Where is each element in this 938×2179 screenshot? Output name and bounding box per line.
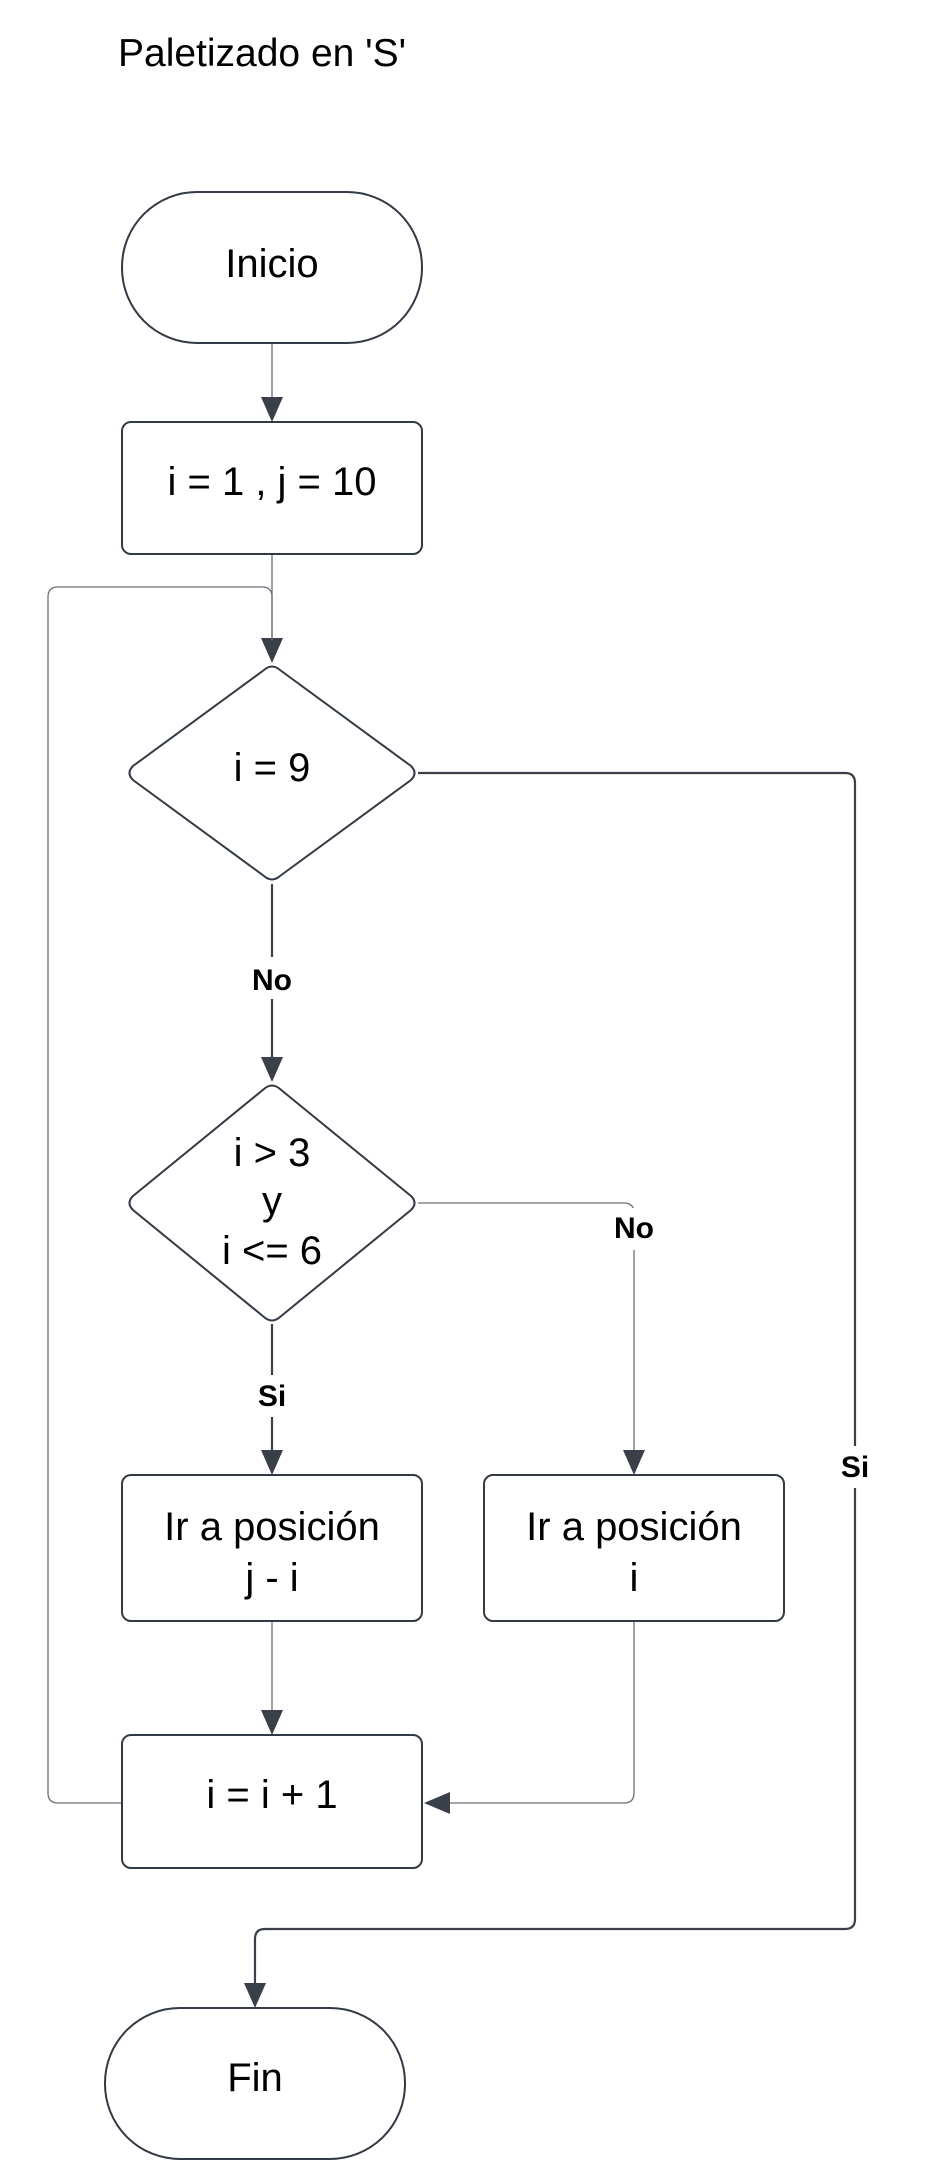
arrowhead-goto-ji bbox=[261, 1450, 283, 1475]
goto-j-minus-i-box bbox=[121, 1474, 423, 1622]
decision-range-line2: y bbox=[262, 1179, 282, 1223]
increment-box bbox=[121, 1734, 423, 1869]
edge-goto-i-to-increment bbox=[448, 1621, 635, 1804]
goto-i-box bbox=[483, 1474, 785, 1622]
label-bg-i9-no bbox=[246, 957, 298, 999]
goto-j-minus-i-line2: j - i bbox=[244, 1556, 298, 1600]
increment-label: i = i + 1 bbox=[206, 1773, 337, 1817]
decision-range-line3: i <= 6 bbox=[222, 1229, 322, 1273]
decision-i-equals-9 bbox=[128, 665, 416, 881]
arrowhead-check-i9 bbox=[261, 638, 283, 663]
edge-increment-loop-back bbox=[47, 586, 273, 1804]
label-bg-range-si bbox=[250, 1375, 294, 1417]
edge-label-range-si: Si bbox=[258, 1380, 286, 1413]
arrowhead-goto-i bbox=[623, 1450, 645, 1475]
decision-range bbox=[128, 1084, 416, 1322]
goto-i-line1: Ir a posición bbox=[526, 1505, 742, 1549]
goto-i-line2: i bbox=[630, 1556, 639, 1600]
end-label: Fin bbox=[227, 2056, 283, 2100]
edge-label-i9-si: Si bbox=[841, 1451, 869, 1484]
decision-range-line1: i > 3 bbox=[234, 1131, 311, 1175]
arrowhead-increment-right bbox=[424, 1792, 450, 1814]
init-process-box bbox=[121, 421, 423, 555]
goto-j-minus-i-line1: Ir a posición bbox=[164, 1505, 380, 1549]
arrowhead-init bbox=[261, 397, 283, 422]
start-label: Inicio bbox=[225, 242, 318, 286]
end-terminator bbox=[104, 2007, 406, 2160]
init-process-label: i = 1 , j = 10 bbox=[167, 460, 376, 504]
decision-i-equals-9-label: i = 9 bbox=[234, 746, 311, 790]
diagram-title: Paletizado en 'S' bbox=[118, 32, 406, 75]
arrowhead-increment-top bbox=[261, 1710, 283, 1735]
edge-range-no bbox=[418, 1202, 635, 1452]
arrowhead-check-range bbox=[261, 1057, 283, 1082]
label-bg-i9-si bbox=[833, 1446, 877, 1488]
arrowhead-fin bbox=[244, 1983, 266, 2008]
start-terminator bbox=[121, 191, 423, 344]
label-bg-range-no bbox=[608, 1208, 660, 1250]
edge-label-range-no: No bbox=[614, 1212, 654, 1245]
edge-label-i9-no: No bbox=[252, 964, 292, 997]
edge-i9-si bbox=[253, 771, 857, 1985]
